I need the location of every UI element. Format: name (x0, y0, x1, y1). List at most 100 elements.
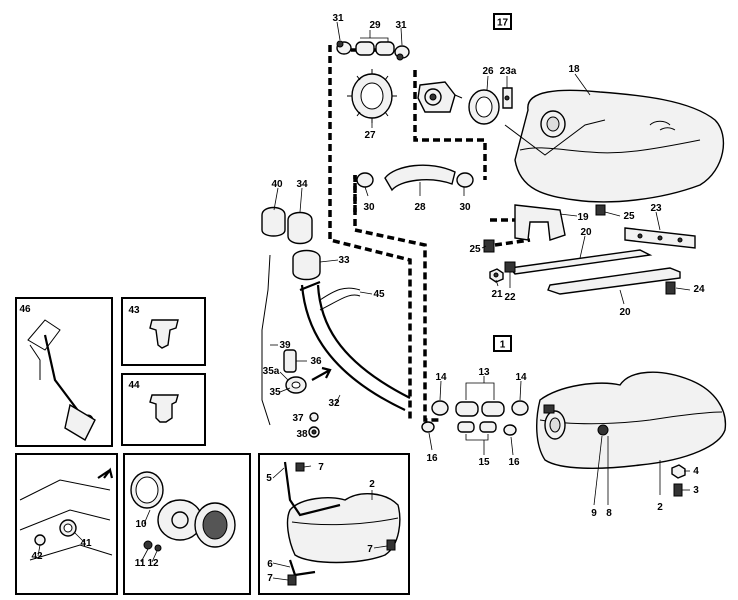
clamp-35 (285, 376, 307, 394)
strap-20-upper (508, 249, 653, 275)
label-43: 43 (128, 305, 140, 316)
label-27: 27 (364, 130, 376, 141)
fuel-tank-2 (536, 371, 727, 469)
hose-13 (455, 401, 505, 417)
bolt-24 (665, 281, 676, 295)
label-24: 24 (693, 284, 705, 295)
label-11: 11 (135, 558, 146, 569)
bracket-23 (624, 227, 696, 249)
grommet-40 (261, 206, 286, 237)
clamp-31-left (336, 40, 352, 55)
part-labels: 31 29 31 26 23a 18 27 40 34 30 28 30 19 … (19, 13, 705, 584)
hose-29 (355, 41, 395, 56)
flow-arrow (311, 366, 332, 381)
section-marker-1: 1 (493, 335, 512, 352)
dashed-routing-lines (328, 45, 531, 422)
nut-38 (308, 426, 320, 438)
label-39: 39 (279, 340, 291, 351)
label-31: 31 (395, 20, 407, 31)
label-6: 6 (267, 559, 273, 570)
label-21: 21 (491, 289, 503, 300)
inset-clip-43 (121, 297, 206, 366)
clamp-14-right (511, 400, 529, 416)
label-18: 18 (568, 64, 580, 75)
hose-piece-36 (283, 349, 297, 373)
inset-pedal-46 (15, 297, 113, 447)
label-33: 33 (338, 255, 350, 266)
label-41: 41 (80, 538, 92, 549)
section-marker-17: 17 (493, 13, 512, 30)
label-2: 2 (657, 502, 663, 513)
label-45: 45 (373, 289, 385, 300)
grommet-33 (292, 249, 321, 281)
label-30: 30 (363, 202, 375, 213)
hose-28 (384, 164, 456, 192)
label-40: 40 (271, 179, 283, 190)
label-14: 14 (515, 372, 527, 383)
label-23a: 23a (500, 66, 517, 77)
label-35: 35 (269, 387, 281, 398)
label-28: 28 (414, 202, 426, 213)
label-37: 37 (292, 413, 304, 424)
label-25: 25 (623, 211, 635, 222)
label-4: 4 (693, 466, 699, 477)
inset-filler-flap-10-12 (123, 453, 251, 595)
nut-21 (489, 268, 504, 283)
label-29: 29 (369, 20, 381, 31)
strap-20-lower (547, 267, 681, 295)
label-13: 13 (478, 367, 490, 378)
nut-4 (671, 464, 686, 479)
sender-ring-27 (347, 69, 397, 123)
label-3: 3 (693, 485, 699, 496)
washer-37 (309, 412, 319, 422)
label-25: 25 (469, 244, 481, 255)
leader-lines (37, 21, 691, 581)
label-12: 12 (147, 558, 159, 569)
label-23: 23 (650, 203, 662, 214)
inset-body-41-42 (15, 453, 118, 595)
inset-tank-straps (258, 453, 410, 595)
bracket-19 (514, 204, 566, 241)
label-20: 20 (580, 227, 592, 238)
clamp-14-left (431, 400, 449, 416)
inset-clip-44 (121, 373, 206, 446)
label-32: 32 (328, 398, 340, 409)
label-7: 7 (318, 462, 324, 473)
clamp-30-right (456, 172, 474, 188)
label-38: 38 (296, 429, 308, 440)
svg-text:1: 1 (500, 340, 506, 351)
fuel-tank-18 (504, 89, 725, 203)
label-5: 5 (266, 473, 272, 484)
label-7: 7 (267, 573, 273, 584)
grommet-34 (287, 211, 313, 245)
hose-15 (457, 421, 497, 433)
vent-hose-45 (319, 287, 361, 311)
label-2: 2 (369, 479, 375, 490)
label-20: 20 (619, 307, 631, 318)
filler-pipe-32 (299, 280, 411, 411)
label-14: 14 (435, 372, 447, 383)
label-36: 36 (310, 356, 322, 367)
label-22: 22 (504, 292, 516, 303)
bolt-25-right (595, 204, 606, 216)
label-8: 8 (606, 508, 612, 519)
label-46: 46 (19, 304, 31, 315)
label-44: 44 (128, 380, 140, 391)
label-42: 42 (31, 551, 43, 562)
svg-text:17: 17 (497, 18, 509, 29)
vent-line-39 (261, 254, 271, 426)
clamp-16-left (421, 421, 435, 433)
clamp-31-right (394, 45, 410, 61)
sender-unit (417, 81, 463, 113)
label-31: 31 (332, 13, 344, 24)
label-10: 10 (135, 519, 147, 530)
bolt-25-left (483, 239, 495, 253)
clamp-30-left (356, 172, 374, 188)
label-16: 16 (508, 457, 520, 468)
label-15: 15 (478, 457, 490, 468)
bracket-23a (502, 87, 513, 109)
label-30: 30 (459, 202, 471, 213)
clamp-16-right (503, 424, 517, 436)
label-9: 9 (591, 508, 597, 519)
